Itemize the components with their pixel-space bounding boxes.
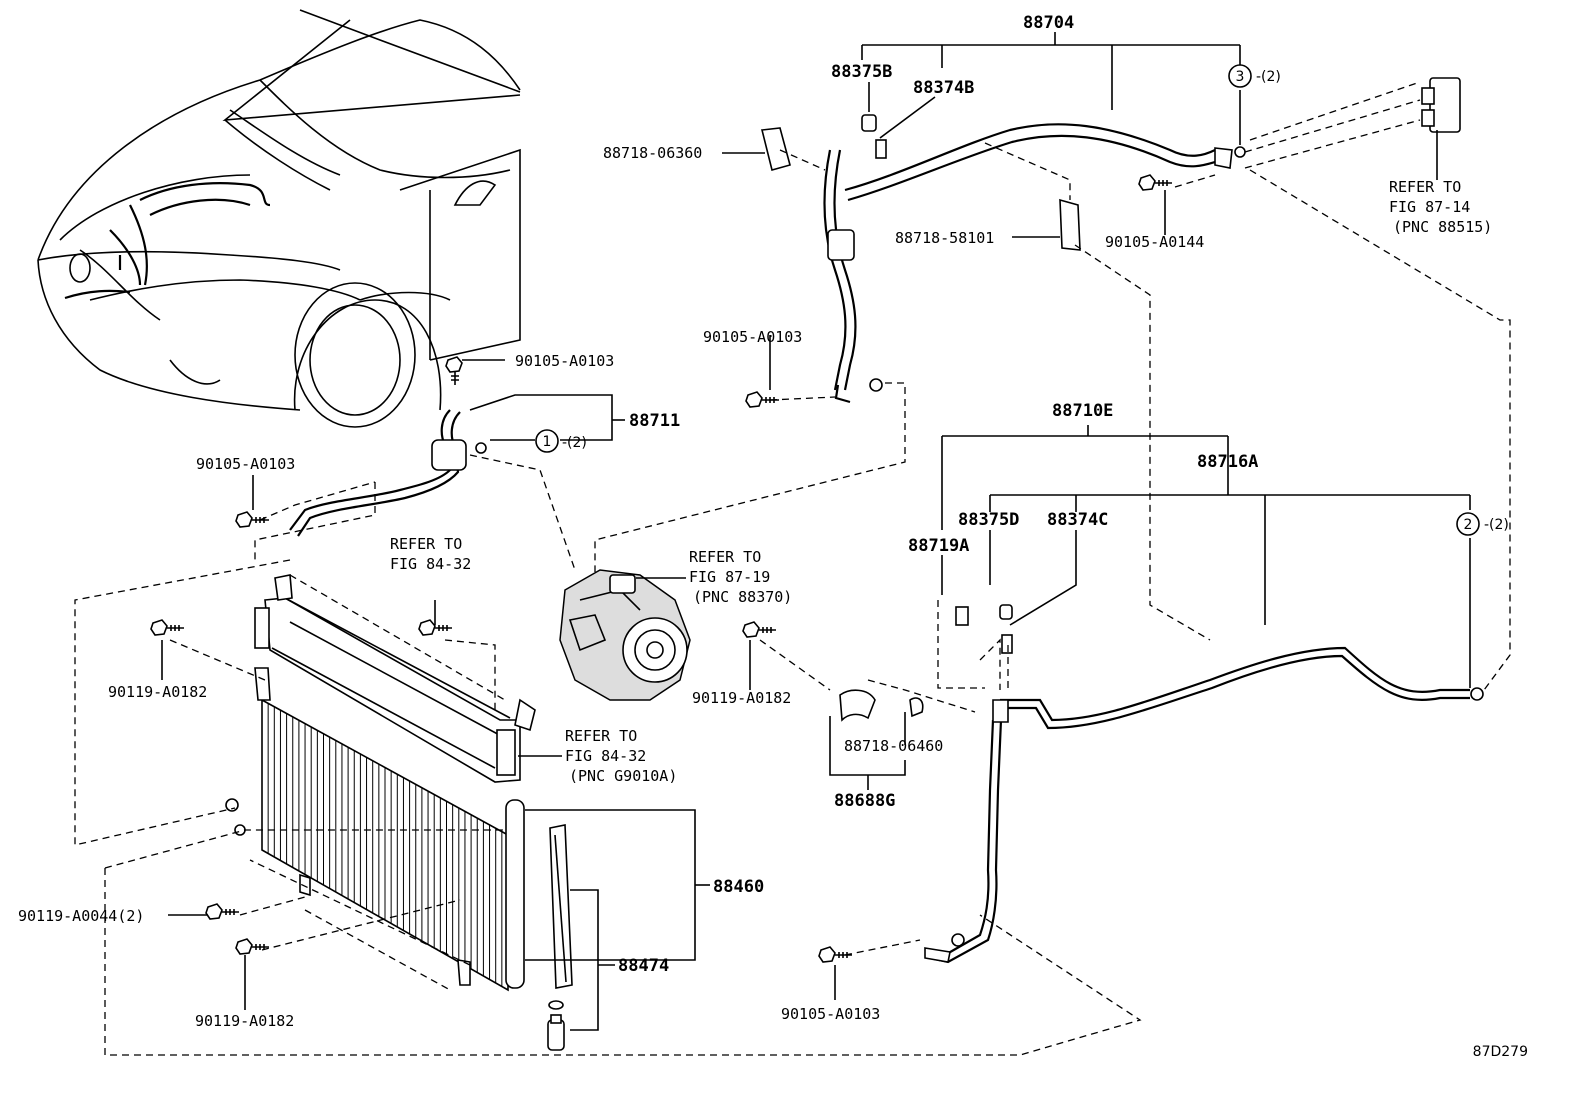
ref-87-19-line2: FIG 87-19 [689, 568, 770, 586]
plug-icon [547, 1019, 565, 1051]
bolt-icon [1138, 174, 1172, 191]
label-88374B: 88374B [913, 78, 974, 98]
liquid-tube-assembly [924, 604, 1484, 964]
hose-clamp [761, 127, 791, 171]
reference-fig-84-32-pnc: REFER TO FIG 84-32 (PNC G9010A) [518, 727, 677, 785]
cap-icon [861, 114, 877, 132]
discharge-hose-assembly [761, 114, 1246, 404]
label-88711: 88711 [629, 411, 680, 431]
dashed-lines [74, 81, 1511, 1056]
label-88704: 88704 [1023, 13, 1074, 33]
bolt-icon [445, 356, 463, 385]
figure-code: 87D279 [1473, 1044, 1528, 1060]
o-ring [1234, 146, 1246, 158]
bolt-icon [150, 619, 184, 636]
callout-2-qty: -(2) [1484, 517, 1509, 533]
callout-1-qty: -(2) [562, 435, 587, 451]
label-90105-A0103-bottom: 90105-A0103 [781, 1005, 880, 1023]
label-88718-06460: 88718-06460 [844, 737, 943, 755]
cap-icon [999, 604, 1013, 620]
o-ring [869, 378, 883, 392]
label-90105-A0103-top: 90105-A0103 [703, 328, 802, 346]
label-88474: 88474 [618, 956, 669, 976]
bolt-icon [742, 621, 776, 638]
ref-84-32-top-line2: FIG 84-32 [390, 555, 471, 573]
label-88716A: 88716A [1197, 452, 1258, 472]
part-labels: 88704 88375B 88374B 88718-06360 88718-58… [18, 13, 1258, 1030]
label-90105-A0103-left: 90105-A0103 [196, 455, 295, 473]
bolt-icon [235, 938, 269, 955]
callout-3-qty: -(2) [1256, 69, 1281, 85]
valve-core-icon [1001, 634, 1013, 654]
ref-87-14-line1: REFER TO [1389, 178, 1461, 196]
condenser-icon [225, 667, 525, 992]
ref-87-14-line3: (PNC 88515) [1393, 218, 1492, 236]
ref-84-32-top-line1: REFER TO [390, 535, 462, 553]
o-ring [234, 824, 246, 836]
reference-fig-87-19: REFER TO FIG 87-19 (PNC 88370) [636, 548, 792, 606]
hose-sleeve [827, 229, 855, 261]
label-88688G: 88688G [834, 791, 895, 811]
cooler-tank [496, 729, 516, 776]
o-ring [951, 933, 965, 947]
callout-3: 3 -(2) [1228, 64, 1281, 88]
cooler-tank [254, 607, 270, 649]
label-90105-A0144: 90105-A0144 [1105, 233, 1204, 251]
o-ring [1470, 687, 1484, 701]
label-88374C: 88374C [1047, 510, 1108, 530]
muffler-icon [431, 439, 467, 471]
ref-84-32-pnc-line2: FIG 84-32 [565, 747, 646, 765]
desiccant-icon [547, 824, 573, 1051]
label-88718-58101: 88718-58101 [895, 229, 994, 247]
hose-88711 [289, 409, 487, 537]
ref-84-32-pnc-line3: (PNC G9010A) [569, 767, 677, 785]
compressor-icon [559, 569, 691, 701]
label-90119-A0182-bottom: 90119-A0182 [195, 1012, 294, 1030]
clamp-88688G [839, 689, 924, 722]
hose-clamp [1059, 198, 1081, 251]
callout-2: 2 -(2) [1456, 512, 1509, 536]
receiver-tank [505, 799, 525, 989]
ref-84-32-pnc-line1: REFER TO [565, 727, 637, 745]
callout-1: 1 -(2) [535, 429, 587, 453]
bolt-icon [205, 903, 239, 920]
bolt-icon [235, 511, 269, 528]
bolt-icon [818, 946, 852, 963]
label-88710E: 88710E [1052, 401, 1113, 421]
label-90105-A0103-mid: 90105-A0103 [515, 352, 614, 370]
label-90119-A0044: 90119-A0044(2) [18, 907, 144, 925]
ref-87-19-line3: (PNC 88370) [693, 588, 792, 606]
ref-87-14-line2: FIG 87-14 [1389, 198, 1470, 216]
ref-87-19-line1: REFER TO [689, 548, 761, 566]
callout-1-number: 1 [543, 434, 552, 450]
label-88719A: 88719A [908, 536, 969, 556]
pressure-switch-icon [955, 606, 969, 626]
o-ring [475, 442, 487, 454]
vehicle-outline [37, 9, 521, 428]
valve-core-icon [875, 139, 887, 159]
callout-3-number: 3 [1236, 69, 1245, 85]
reference-fig-84-32-top: REFER TO FIG 84-32 [390, 535, 471, 573]
label-90119-A0182-left: 90119-A0182 [108, 683, 207, 701]
evaporator-connector [1421, 77, 1461, 133]
label-90119-A0182-mid: 90119-A0182 [692, 689, 791, 707]
label-88718-06360: 88718-06360 [603, 144, 702, 162]
leader-lines [161, 32, 1471, 1031]
label-88375B: 88375B [831, 62, 892, 82]
reference-fig-87-14: REFER TO FIG 87-14 (PNC 88515) [1389, 178, 1492, 236]
cooler-icon [254, 574, 536, 783]
bolt-icon [418, 619, 452, 636]
callout-2-number: 2 [1464, 517, 1473, 533]
label-88375D: 88375D [958, 510, 1019, 530]
label-88460: 88460 [713, 877, 764, 897]
